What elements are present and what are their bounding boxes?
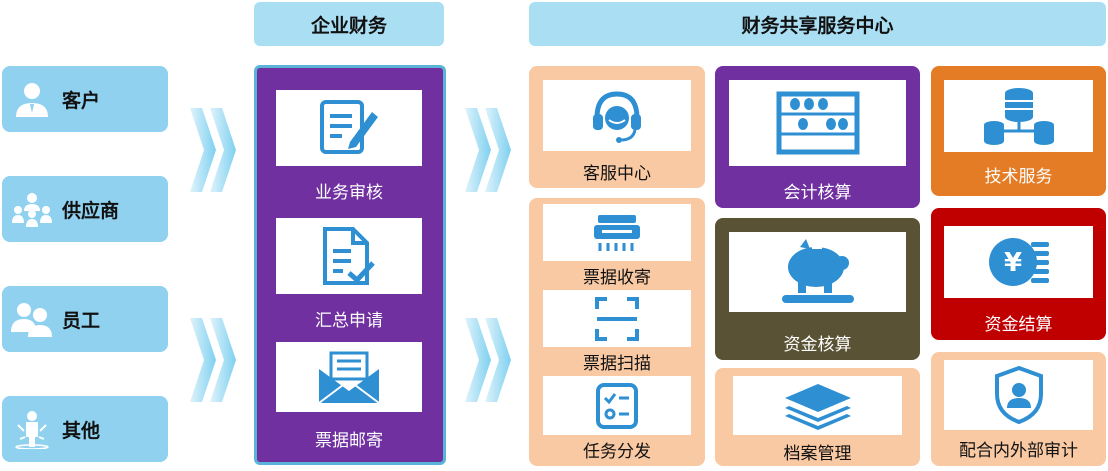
flow-arrow-1 [190, 108, 236, 192]
card-tech-service: 技术服务 [944, 80, 1093, 192]
card-archive-management: 档案管理 [733, 376, 902, 464]
header-enterprise-finance-label: 企业财务 [310, 14, 387, 37]
step-summary-application: 汇总申请 [276, 218, 422, 334]
archive-management-label: 档案管理 [783, 444, 852, 464]
header-shared-service-center: 财务共享服务中心 [529, 2, 1106, 46]
other-icon [2, 409, 62, 449]
file-check-icon [276, 218, 422, 294]
card-fund-settlement: ¥ 资金结算 [944, 226, 1093, 338]
step-bill-mailing-label: 票据邮寄 [315, 431, 383, 451]
source-other-label: 其他 [62, 419, 101, 442]
scan-icon [543, 290, 691, 347]
source-supplier: 供应商 [2, 176, 168, 242]
shredder-icon [543, 204, 691, 261]
source-employee-label: 员工 [62, 309, 101, 332]
headset-icon [543, 80, 691, 151]
step-summary-application-label: 汇总申请 [315, 311, 383, 331]
header-shared-service-center-label: 财务共享服务中心 [741, 14, 894, 37]
flow-arrow-3 [465, 108, 511, 192]
card-task-dispatch: 任务分发 [543, 376, 691, 462]
source-other: 其他 [2, 396, 168, 462]
bill-scanning-label: 票据扫描 [583, 354, 651, 374]
customer-icon [2, 79, 62, 119]
svg-text:¥: ¥ [1003, 248, 1021, 278]
flow-arrow-4 [465, 318, 511, 402]
document-edit-icon [276, 90, 422, 166]
mail-icon [276, 342, 422, 412]
flow-arrow-2 [190, 318, 236, 402]
step-business-review: 业务审核 [276, 90, 422, 206]
card-fund-accounting: 资金核算 [729, 232, 906, 356]
abacus-icon [729, 80, 906, 166]
shield-user-icon [944, 360, 1093, 430]
header-enterprise-finance: 企业财务 [254, 2, 444, 46]
customer-service-label: 客服中心 [583, 164, 651, 184]
card-bill-receiving: 票据收寄 [543, 204, 691, 288]
task-list-icon [543, 376, 691, 435]
source-employee: 员工 [2, 286, 168, 352]
source-customer: 客户 [2, 66, 168, 132]
fund-accounting-label: 资金核算 [783, 335, 852, 355]
audit-cooperation-label: 配合内外部审计 [959, 441, 1078, 461]
supplier-icon [2, 191, 62, 227]
task-dispatch-label: 任务分发 [583, 442, 651, 462]
source-customer-label: 客户 [62, 89, 101, 112]
tech-service-label: 技术服务 [984, 167, 1053, 187]
layers-icon [733, 376, 902, 435]
accounting-label: 会计核算 [783, 183, 852, 203]
card-bill-scanning: 票据扫描 [543, 290, 691, 374]
yen-coin-icon: ¥ [944, 226, 1093, 298]
step-business-review-label: 业务审核 [315, 183, 383, 203]
step-bill-mailing: 票据邮寄 [276, 342, 422, 458]
fund-settlement-label: 资金结算 [984, 315, 1053, 335]
card-accounting: 会计核算 [729, 80, 906, 204]
employee-icon [2, 300, 62, 338]
piggy-bank-icon [729, 232, 906, 312]
card-customer-service: 客服中心 [543, 80, 691, 184]
bill-receiving-label: 票据收寄 [583, 268, 651, 288]
database-icon [944, 80, 1093, 152]
source-supplier-label: 供应商 [62, 199, 120, 222]
card-audit-cooperation: 配合内外部审计 [944, 360, 1093, 464]
